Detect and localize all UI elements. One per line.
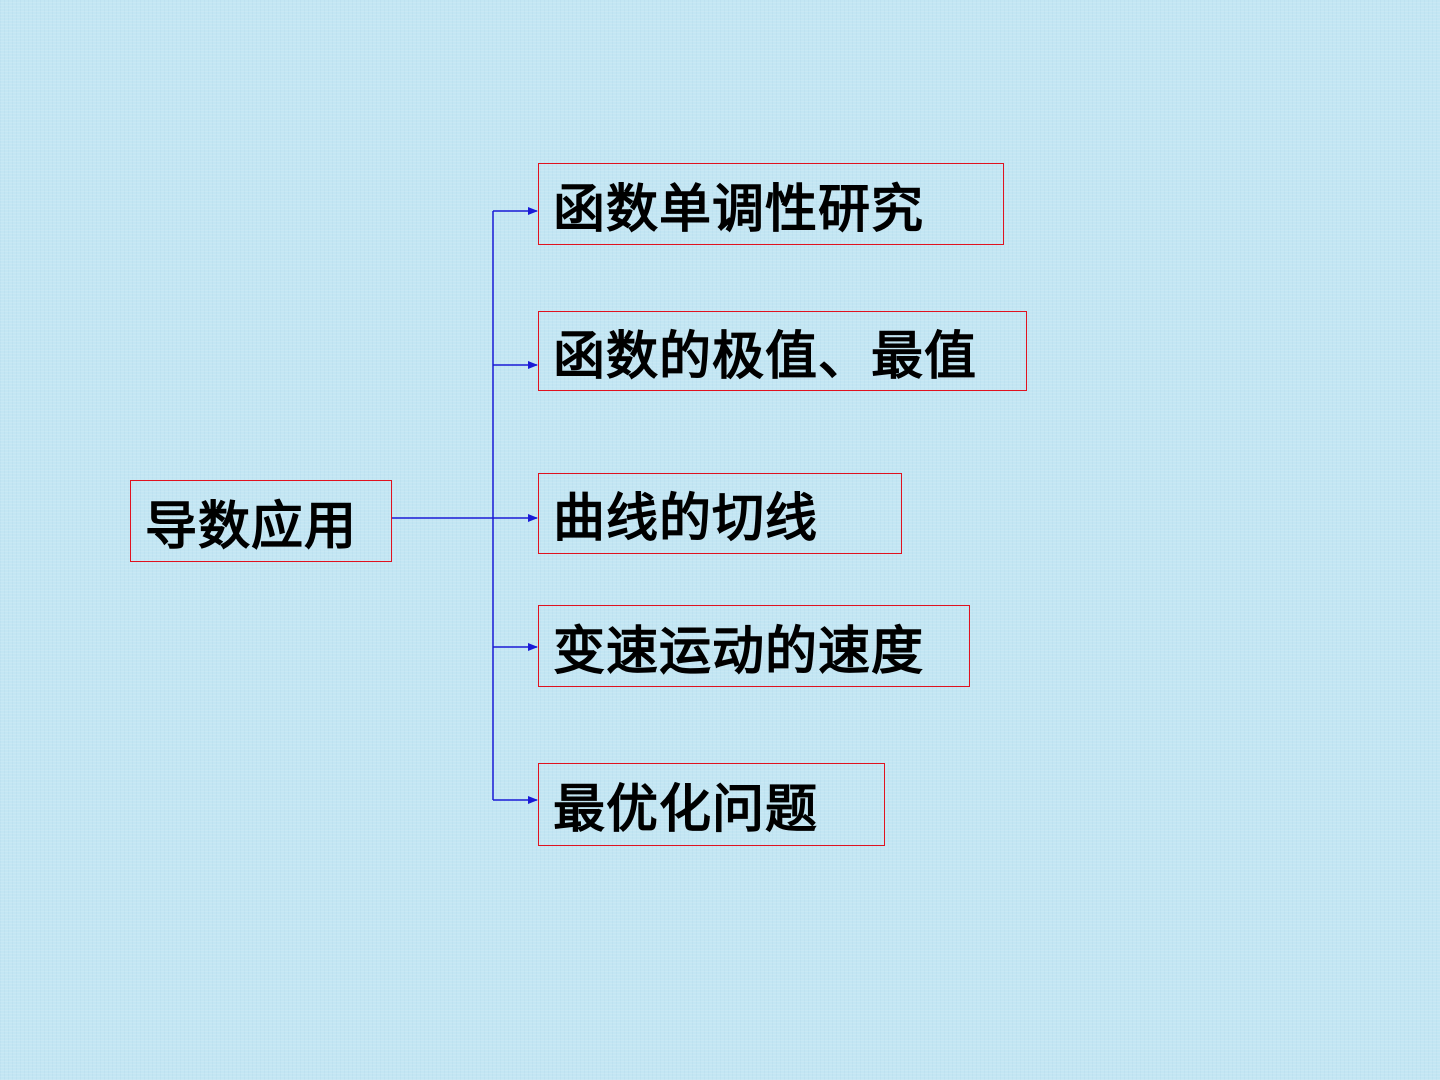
branch-label-1: 函数单调性研究 — [553, 179, 925, 240]
branch-label-5: 最优化问题 — [553, 780, 819, 840]
branch-box-4: 变速运动的速度 — [538, 605, 970, 687]
branch-label-2: 函数的极值、最值 — [553, 326, 978, 387]
branch-box-1: 函数单调性研究 — [538, 163, 1004, 245]
root-label: 导数应用 — [145, 496, 358, 557]
branch-label-3: 曲线的切线 — [553, 489, 819, 549]
branch-box-5: 最优化问题 — [538, 763, 885, 846]
branch-box-2: 函数的极值、最值 — [538, 311, 1027, 391]
branch-label-4: 变速运动的速度 — [553, 621, 925, 682]
root-box: 导数应用 — [130, 480, 392, 562]
branch-box-3: 曲线的切线 — [538, 473, 902, 554]
